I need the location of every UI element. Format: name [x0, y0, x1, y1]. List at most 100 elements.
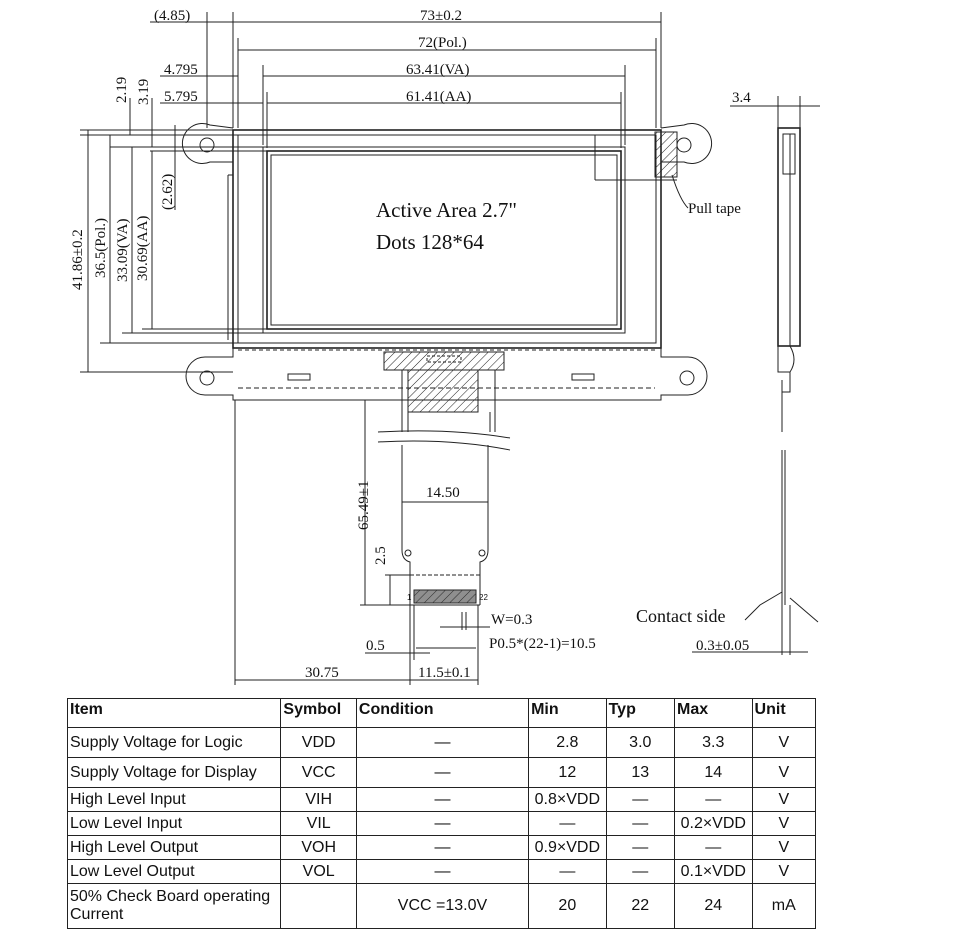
- cell-item: High Level Input: [66, 787, 282, 812]
- dim-72-pol: 72(Pol.): [418, 35, 467, 51]
- dim-4-85: (4.85): [154, 8, 190, 24]
- mechanical-drawing: (4.85) 73±0.2 72(Pol.) 4.795 63.41(VA) 5…: [70, 8, 820, 685]
- cell-item: Supply Voltage for Display: [66, 757, 282, 788]
- cell-min: 0.9×VDD: [528, 835, 607, 860]
- cell-condition: —: [355, 835, 530, 860]
- dim-2-5: 2.5: [373, 546, 389, 565]
- cell-max: 14: [674, 757, 753, 788]
- cell-condition: —: [355, 859, 530, 884]
- dim-33-09-va: 33.09(VA): [115, 219, 131, 282]
- active-area-label: Active Area 2.7": [376, 198, 517, 222]
- cell-symbol: VCC: [280, 757, 357, 788]
- header-condition: Condition: [355, 698, 530, 728]
- dim-3-4: 3.4: [732, 90, 751, 106]
- header-min: Min: [528, 698, 607, 728]
- dim-30-69-aa: 30.69(AA): [135, 216, 151, 281]
- cell-symbol: VIH: [280, 787, 357, 812]
- cell-typ: —: [605, 811, 676, 836]
- cell-max: 3.3: [674, 727, 753, 758]
- dim-30-75: 30.75: [305, 665, 339, 681]
- cell-item: High Level Output: [66, 835, 282, 860]
- dim-3-19: 3.19: [136, 79, 152, 105]
- dim-0-5: 0.5: [366, 638, 385, 654]
- cell-symbol: [280, 883, 357, 929]
- header-max: Max: [674, 698, 753, 728]
- cell-symbol: VOL: [280, 859, 357, 884]
- pin-22-label: 22: [479, 593, 488, 602]
- cell-condition: —: [355, 811, 530, 836]
- cell-typ: —: [605, 859, 676, 884]
- dim-11-5: 11.5±0.1: [418, 665, 471, 681]
- dim-36-5-pol: 36.5(Pol.): [93, 218, 109, 278]
- cell-unit: V: [751, 727, 817, 758]
- cell-max: —: [674, 787, 753, 812]
- header-item: Item: [66, 698, 282, 728]
- dim-73: 73±0.2: [420, 8, 462, 24]
- header-symbol: Symbol: [280, 698, 357, 728]
- specification-table: Item Symbol Condition Min Typ Max Unit S…: [66, 698, 817, 929]
- table-row: Supply Voltage for Logic VDD — 2.8 3.0 3…: [66, 727, 817, 758]
- cell-condition: —: [355, 727, 530, 758]
- panel-outline: [227, 129, 662, 351]
- dim-w-0-3: W=0.3: [491, 612, 532, 628]
- cell-min: —: [528, 811, 607, 836]
- cell-typ: 22: [605, 883, 676, 929]
- table-row: Supply Voltage for Display VCC — 12 13 1…: [66, 757, 817, 788]
- cell-unit: V: [751, 787, 817, 812]
- dim-0-3-thickness: 0.3±0.05: [696, 638, 749, 654]
- dim-4-795: 4.795: [164, 62, 198, 78]
- table-row: High Level Input VIH — 0.8×VDD — — V: [66, 787, 817, 812]
- pull-tape: [594, 131, 689, 209]
- cell-max: 24: [674, 883, 753, 929]
- cell-min: 0.8×VDD: [528, 787, 607, 812]
- side-view: [692, 96, 820, 655]
- cell-unit: V: [751, 859, 817, 884]
- cell-item: Supply Voltage for Logic: [66, 727, 282, 758]
- cell-item: Low Level Output: [66, 859, 282, 884]
- cell-unit: mA: [751, 883, 817, 929]
- header-typ: Typ: [605, 698, 676, 728]
- cell-item: 50% Check Board operating Current: [66, 883, 282, 929]
- cell-symbol: VIL: [280, 811, 357, 836]
- cell-max: 0.2×VDD: [674, 811, 753, 836]
- table-row: Low Level Input VIL — — — 0.2×VDD V: [66, 811, 817, 836]
- fpc-tail: [401, 445, 489, 606]
- cell-typ: 3.0: [605, 727, 676, 758]
- top-dimensions: [150, 12, 662, 148]
- dim-65-49: 65.49±1: [356, 481, 372, 530]
- cell-typ: —: [605, 787, 676, 812]
- pin-1-label: 1: [407, 593, 412, 602]
- cell-typ: 13: [605, 757, 676, 788]
- dim-63-41-va: 63.41(VA): [406, 62, 469, 78]
- contact-side-label: Contact side: [636, 606, 725, 626]
- cell-condition: —: [355, 787, 530, 812]
- cell-unit: V: [751, 835, 817, 860]
- pull-tape-label: Pull tape: [688, 201, 741, 217]
- cell-typ: —: [605, 835, 676, 860]
- dim-14-50: 14.50: [426, 485, 460, 501]
- cell-max: 0.1×VDD: [674, 859, 753, 884]
- table-row: Low Level Output VOL — — — 0.1×VDD V: [66, 859, 817, 884]
- cell-unit: V: [751, 757, 817, 788]
- mounting-ear-top-left: [181, 123, 234, 164]
- dim-pitch: P0.5*(22-1)=10.5: [489, 636, 596, 652]
- cell-condition: —: [355, 757, 530, 788]
- cell-condition: VCC =13.0V: [355, 883, 530, 929]
- fpc-dimensions: [234, 399, 490, 685]
- fpc-connector: [383, 351, 505, 432]
- header-unit: Unit: [751, 698, 817, 728]
- cell-min: 12: [528, 757, 607, 788]
- cell-min: 20: [528, 883, 607, 929]
- table-row: High Level Output VOH — 0.9×VDD — — V: [66, 835, 817, 860]
- dim-41-86: 41.86±0.2: [70, 229, 86, 290]
- left-dimensions: [80, 130, 267, 373]
- cell-max: —: [674, 835, 753, 860]
- cell-symbol: VDD: [280, 727, 357, 758]
- table-row: 50% Check Board operating Current VCC =1…: [66, 883, 817, 929]
- dim-61-41-aa: 61.41(AA): [406, 89, 471, 105]
- fpc-break: [377, 430, 511, 451]
- cell-unit: V: [751, 811, 817, 836]
- dim-2-62: (2.62): [160, 174, 176, 210]
- dim-2-19: 2.19: [114, 77, 130, 103]
- table-header-row: Item Symbol Condition Min Typ Max Unit: [66, 698, 817, 728]
